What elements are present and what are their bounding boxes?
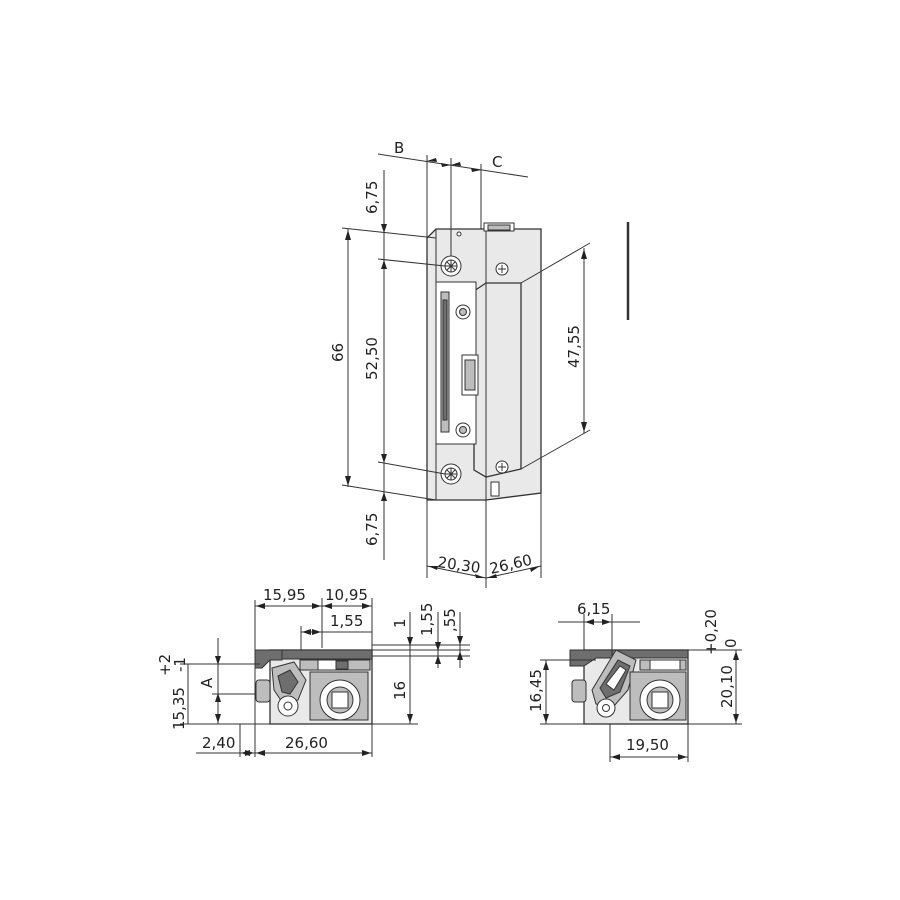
- dim-tol-minus: -1: [171, 657, 189, 672]
- dim-0-55: ,55: [441, 608, 459, 632]
- adjust-screw-right: [571, 679, 587, 703]
- dim-screw-pitch: 52,50: [363, 337, 381, 380]
- dim-2-40: 2,40: [202, 734, 235, 752]
- dim-15-95: 15,95: [263, 586, 306, 604]
- dim-tol-zero-right: 0: [722, 638, 740, 648]
- dim-1-55-b: 1,55: [418, 603, 436, 636]
- faceplate: [473, 282, 522, 478]
- dim-body-width: 20,30: [436, 553, 481, 577]
- screw-small-bottom-icon: [495, 460, 509, 474]
- adjust-screw: [255, 679, 271, 703]
- label-b: B: [394, 139, 404, 157]
- screw-top-icon: [440, 255, 462, 277]
- dim-19-50: 19,50: [626, 736, 669, 754]
- dim-15-35: 15,35: [170, 687, 188, 730]
- dim-10-95: 10,95: [325, 586, 368, 604]
- front-view: B C 6,75 66 52,50 6,75 47,55: [329, 139, 630, 588]
- dim-16-45: 16,45: [527, 669, 545, 712]
- dim-bottom-offset: 6,75: [363, 513, 381, 546]
- dim-top-offset: 6,75: [363, 181, 381, 214]
- label-c: C: [492, 153, 502, 171]
- section-right: 6,15 +0,20 0 20,10 16,45 19,50: [527, 600, 742, 762]
- dim-overall-height: 66: [329, 343, 347, 362]
- dim-26-60: 26,60: [285, 734, 328, 752]
- dim-faceplate-height: 47,55: [565, 325, 583, 368]
- screw-small-top-icon: [495, 262, 509, 276]
- dim-overall-width: 26,60: [488, 551, 534, 578]
- dim-20-10: 20,10: [718, 665, 736, 708]
- dim-1: 1: [391, 618, 409, 628]
- dim-tol-plus: +2: [156, 654, 174, 676]
- section-left: 15,95 10,95 1,55 1 1,55 ,55 16 +2 -1: [156, 586, 470, 757]
- dim-1-55-a: 1,55: [330, 612, 363, 630]
- screw-bottom-icon: [440, 463, 462, 485]
- dim-tol-plus-right: +0,20: [702, 609, 720, 655]
- dim-6-15: 6,15: [577, 600, 610, 618]
- dim-16: 16: [391, 681, 409, 700]
- label-a: A: [198, 677, 216, 688]
